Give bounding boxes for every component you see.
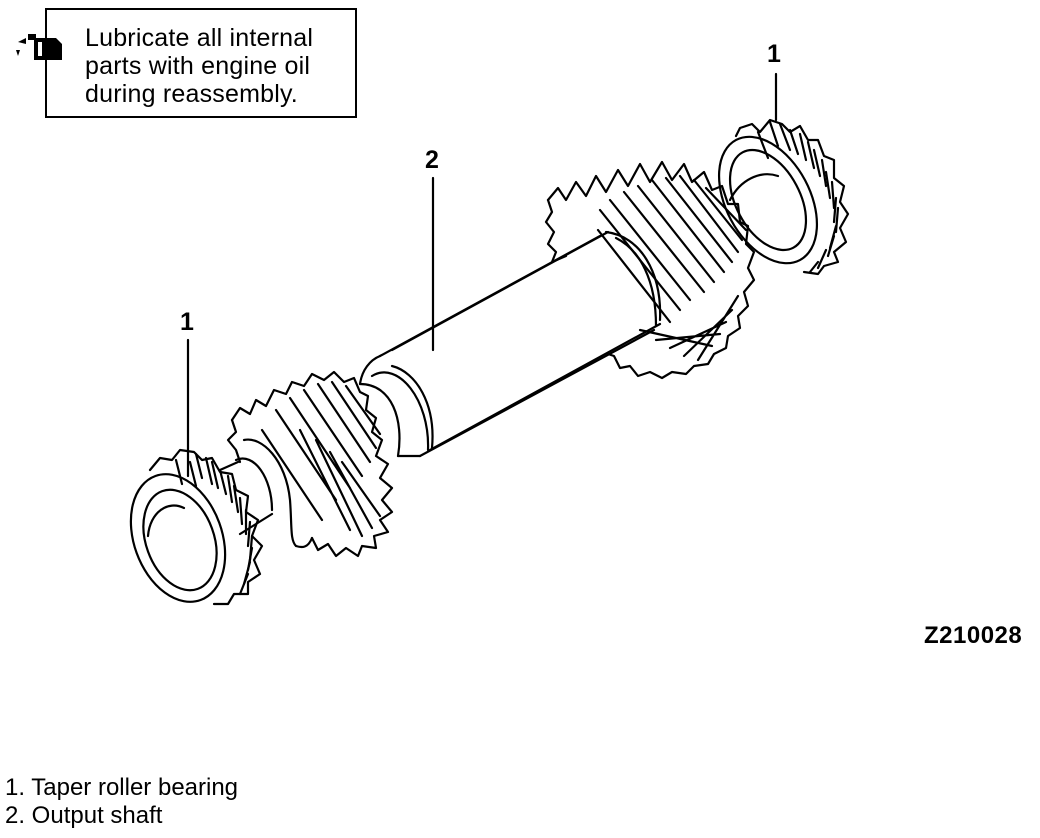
legend-item: 2. Output shaft (5, 802, 163, 829)
large-helical-gear (544, 160, 756, 380)
right-taper-roller-bearing (717, 118, 850, 276)
output-shaft-body (358, 230, 662, 458)
callout-left-bearing: 1 (180, 308, 194, 336)
lubrication-note: Lubricate all internal parts with engine… (45, 8, 357, 118)
parts-legend: 1. Taper roller bearing 2. Output shaft (5, 774, 238, 830)
lubrication-note-text: Lubricate all internal parts with engine… (85, 24, 314, 108)
left-taper-roller-bearing (129, 448, 264, 606)
legend-item: 1. Taper roller bearing (5, 774, 239, 801)
callout-right-bearing: 1 (767, 40, 781, 68)
callout-shaft: 2 (425, 146, 439, 174)
oil-can-icon (16, 34, 62, 60)
figure-code: Z210028 (924, 622, 1023, 649)
